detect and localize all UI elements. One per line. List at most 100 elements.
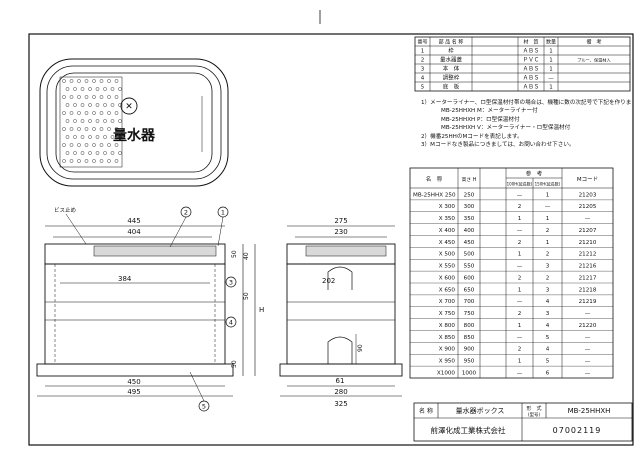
- spec-cell-height: 850: [464, 335, 475, 341]
- lid-inner-frame: [46, 65, 222, 180]
- lid-dot: [77, 95, 81, 99]
- lid-dot: [118, 135, 122, 139]
- spec-cell-100h: 2: [518, 240, 522, 246]
- spec-cell-100h: 2: [518, 275, 522, 281]
- lid-dot: [84, 159, 89, 163]
- callout-circle-4: [225, 316, 237, 328]
- spec-cell-name: X 350: [439, 216, 456, 222]
- parts-cell-qty: 1: [549, 58, 553, 64]
- note-3: 3）Mコードなき製品につきましては、お問い合わせ下さい。: [421, 142, 575, 149]
- lid-dot: [73, 119, 77, 123]
- spec-cell-name: X 550: [439, 264, 456, 270]
- lid-dot: [69, 79, 74, 83]
- lid-dot: [62, 79, 66, 83]
- spec-cell-mcode: —: [585, 311, 591, 317]
- lid-dot: [77, 111, 81, 115]
- lid-dot: [107, 127, 111, 131]
- lid-dot: [65, 119, 70, 123]
- spec-cell-100h: 2: [518, 204, 522, 210]
- spec-cell-name: X 600: [439, 275, 456, 281]
- lid-dot: [77, 159, 81, 163]
- spec-cell-150h: 3: [546, 287, 550, 293]
- spec-cell-height: 500: [464, 252, 475, 258]
- parts-cell-material: ＡＢＳ: [523, 84, 540, 91]
- lid-dot: [99, 111, 104, 115]
- spec-cell-100h: 2: [518, 311, 522, 317]
- spec-cell-100h: —: [517, 192, 523, 198]
- parts-cell-name: 量水器蓋: [440, 56, 463, 64]
- dim-h: H: [259, 306, 264, 314]
- spec-cell-150h: 3: [546, 264, 550, 270]
- lid-dot: [103, 151, 107, 155]
- lid-dot: [114, 111, 119, 115]
- parts-cell-note: ブルー、保温材入: [577, 57, 611, 64]
- parts-cell-no: 3: [421, 67, 425, 73]
- spec-cell-height: 750: [464, 311, 475, 317]
- spec-cell-name: X 450: [439, 240, 456, 246]
- dim-61: 61: [336, 377, 345, 385]
- spec-cell-name: X 900: [439, 347, 456, 353]
- dim-50-mid: 50: [243, 292, 250, 300]
- side-lid-insulation: [305, 245, 387, 257]
- spec-cell-150h: 1: [546, 192, 550, 198]
- lid-dot: [69, 95, 74, 99]
- spec-cell-150h: 1: [546, 240, 550, 246]
- lid-dot: [88, 119, 92, 123]
- plan-view: ✕ 量水器: [39, 58, 229, 187]
- lid-dot: [88, 135, 92, 139]
- spec-cell-mcode: —: [585, 216, 591, 222]
- spec-cell-100h: —: [517, 228, 523, 234]
- spec-cell-height: 300: [464, 204, 475, 210]
- lid-dot: [114, 95, 119, 99]
- lid-emblem-circle: [120, 97, 138, 115]
- lid-dot: [84, 111, 89, 115]
- lid-dot: [99, 95, 104, 99]
- lid-dot: [103, 103, 107, 107]
- lid-emblem-mark: ✕: [125, 102, 133, 112]
- dim-90: 90: [357, 344, 364, 352]
- spec-cell-150h: 6: [546, 370, 550, 376]
- parts-cell-qty: 1: [549, 85, 553, 91]
- note-1a: MB-25HHXH M：メーターライナー付: [441, 108, 538, 115]
- callout-1: 1: [221, 209, 225, 217]
- lid-dot: [84, 127, 89, 131]
- lid-dot: [62, 127, 66, 131]
- title-model-sub: (型号): [528, 411, 541, 418]
- lid-dot: [103, 135, 107, 139]
- spec-cell-height: 450: [464, 240, 475, 246]
- spec-cell-height: 250: [464, 192, 475, 198]
- spec-header-100h: 100H(延長数): [507, 181, 533, 187]
- title-block: 名 称 量水器ボックス 形 式 (型号) MB-25HHXH 前澤化成工業株式会…: [413, 402, 633, 442]
- front-base-plate: [36, 363, 234, 377]
- spec-cell-mcode: 21220: [579, 323, 597, 329]
- spec-cell-height: 1000: [462, 370, 477, 376]
- lid-dot: [110, 135, 115, 139]
- lid-dot: [110, 103, 115, 107]
- spec-cell-height: 350: [464, 216, 475, 222]
- spec-cell-100h: 2: [518, 347, 522, 353]
- title-model-label: 形 式: [526, 405, 541, 412]
- lid-dot: [69, 111, 74, 115]
- lid-dot: [92, 79, 96, 83]
- dim-495: 495: [127, 388, 140, 396]
- parts-cell-no: 1: [421, 49, 425, 55]
- parts-cell-qty: 1: [549, 67, 553, 73]
- parts-cell-no: 5: [421, 85, 425, 91]
- spec-cell-150h: 5: [546, 359, 550, 365]
- lid-dot: [107, 159, 111, 163]
- title-drawing-number: 07002119: [553, 426, 602, 435]
- spec-cell-100h: —: [517, 299, 523, 305]
- lid-dot: [77, 79, 81, 83]
- lid-dot: [103, 119, 107, 123]
- parts-cell-name: 本 体: [443, 65, 460, 73]
- lid-dot: [107, 95, 111, 99]
- lid-dot: [65, 103, 70, 107]
- lid-dot: [80, 151, 85, 155]
- lid-dot: [95, 151, 100, 155]
- lid-lettering: 量水器: [113, 127, 156, 144]
- spec-header-name: 名 称: [426, 175, 443, 183]
- dim-202: 202: [322, 277, 335, 285]
- side-pipe-cutout-bottom: [327, 336, 353, 364]
- parts-cell-material: ＡＢＳ: [523, 48, 540, 55]
